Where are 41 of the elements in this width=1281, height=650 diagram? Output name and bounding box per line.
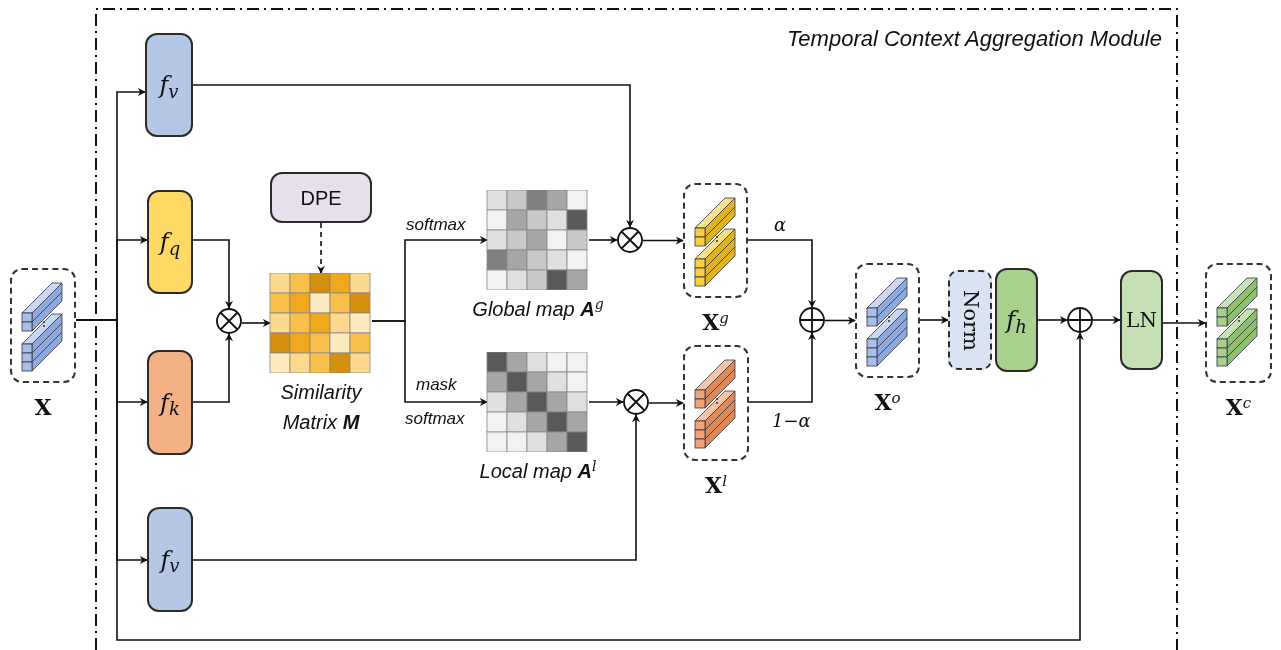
arrow: [192, 84, 634, 228]
tensor-label: X: [33, 393, 53, 422]
function-box: f$_{v}$: [147, 507, 193, 612]
arrow: [919, 316, 949, 324]
arrow: [192, 239, 233, 309]
arrow: [1092, 316, 1121, 324]
matrix-caption: Similarity Matrix M: [279, 380, 364, 435]
function-box: f$_{q}$: [147, 190, 193, 294]
arrow: [648, 399, 684, 407]
sum-symbol: [799, 307, 825, 333]
arrow: [588, 398, 624, 406]
arrow: [748, 332, 816, 403]
arrow: [824, 316, 856, 325]
function-box: f$_{h}$: [995, 268, 1038, 372]
arrow: [1037, 316, 1068, 324]
norm-box: Norm: [948, 270, 992, 370]
multiply-symbol: [623, 389, 649, 415]
arrow: [241, 319, 271, 327]
matrix-caption: Local map A$^{l}$: [478, 457, 598, 484]
arrow: [371, 320, 488, 406]
arrow: [75, 319, 1084, 641]
tensor-label: X$^{g}$: [701, 307, 730, 337]
matrix-caption: Global map A$^{g}$: [471, 295, 605, 322]
tensor-label: X$^{c}$: [1224, 392, 1253, 422]
tensor-label: X$^{o}$: [873, 387, 902, 417]
function-box: f$_{v}$: [145, 33, 193, 137]
multiply-symbol: [216, 308, 242, 334]
module-title: Temporal Context Aggregation Module: [786, 25, 1162, 53]
layer-norm-box: LN: [1120, 270, 1163, 370]
arrow: [747, 239, 816, 308]
process-box: DPE: [270, 172, 372, 223]
arrow: [317, 222, 325, 274]
arrow: [192, 333, 233, 403]
function-box: f$_{k}$: [147, 350, 193, 455]
arrow: [192, 414, 640, 561]
multiply-symbol: [617, 227, 643, 253]
tensor-label: X$^{l}$: [704, 470, 728, 500]
arrow: [588, 236, 618, 244]
arrow: [1162, 319, 1206, 327]
sum-symbol: [1067, 307, 1093, 333]
arrow: [642, 236, 684, 245]
